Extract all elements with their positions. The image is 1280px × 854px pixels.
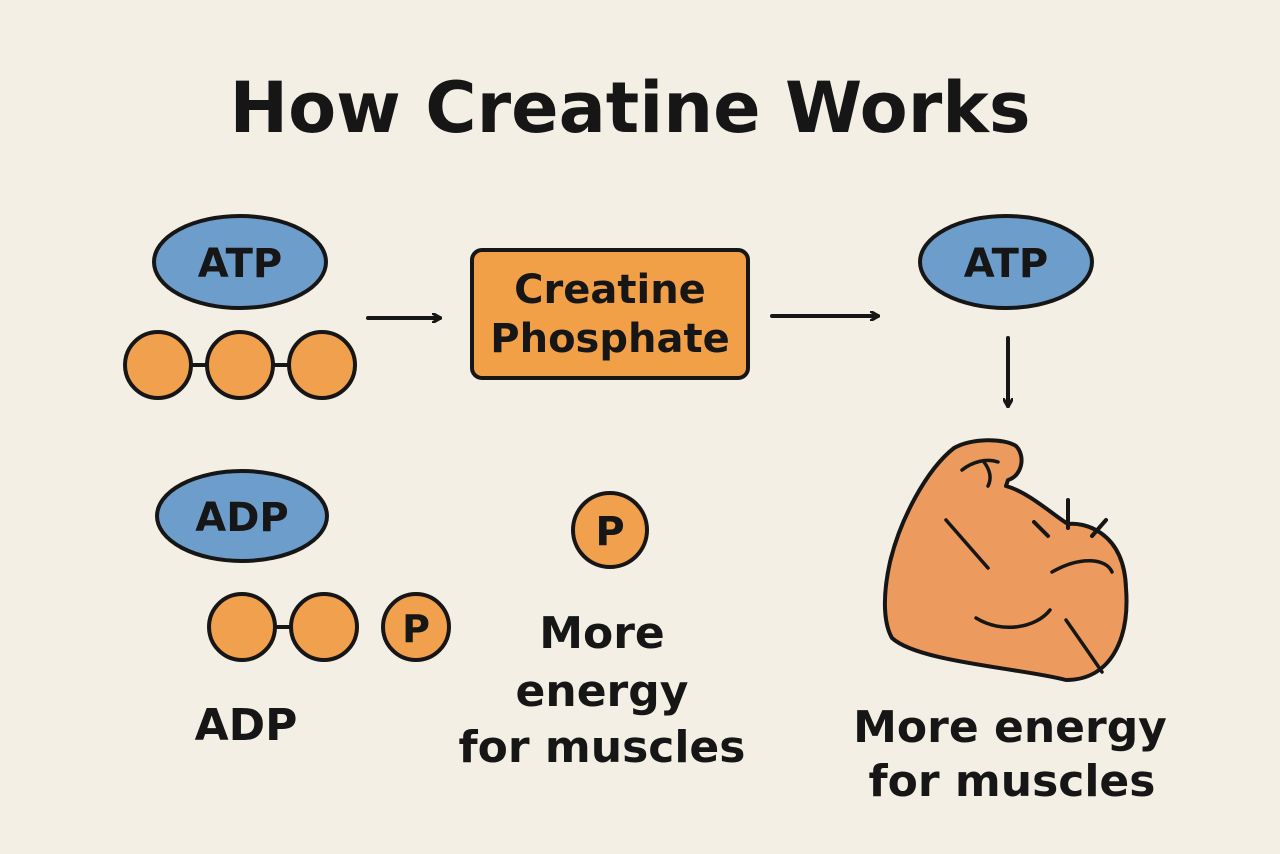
right-caption-line: More energy (853, 702, 1167, 753)
middle-caption: More energy for muscles (459, 608, 746, 773)
energy-mark (1032, 520, 1050, 538)
phosphate-chain-three (123, 330, 357, 400)
atp-left-label: ATP (198, 241, 282, 287)
phosphate-small-label: P (402, 607, 430, 651)
phosphate-circle (289, 592, 359, 662)
creatine-label: Creatine (514, 267, 706, 313)
adp-ellipse-label: ADP (195, 495, 288, 541)
phosphate-circle (287, 330, 357, 400)
phosphate-chain-two (207, 592, 359, 662)
right-caption: More energy for muscles (853, 702, 1167, 807)
phosphate-free-label: P (595, 509, 624, 555)
phosphate-detached: P (381, 592, 451, 662)
phosphate-free: P (571, 491, 649, 569)
adp-node: ADP (155, 469, 329, 563)
phosphate-circle (205, 330, 275, 400)
middle-caption-line: More (539, 608, 665, 659)
phosphate-circle (207, 592, 277, 662)
energy-mark (1090, 518, 1108, 538)
phosphate-label: Phosphate (490, 316, 729, 362)
flexed-arm-icon (882, 438, 1129, 682)
atp-right-label: ATP (964, 241, 1048, 287)
middle-caption-line: energy (516, 666, 689, 717)
atp-right-node: ATP (918, 214, 1094, 310)
right-caption-line: for muscles (869, 756, 1156, 807)
atp-left-node: ATP (152, 214, 328, 310)
middle-caption-line: for muscles (459, 722, 746, 773)
page-title: How Creatine Works (229, 67, 1030, 149)
adp-caption: ADP (195, 700, 298, 751)
creatine-phosphate-box: Creatine Phosphate (470, 248, 750, 380)
phosphate-circle (123, 330, 193, 400)
